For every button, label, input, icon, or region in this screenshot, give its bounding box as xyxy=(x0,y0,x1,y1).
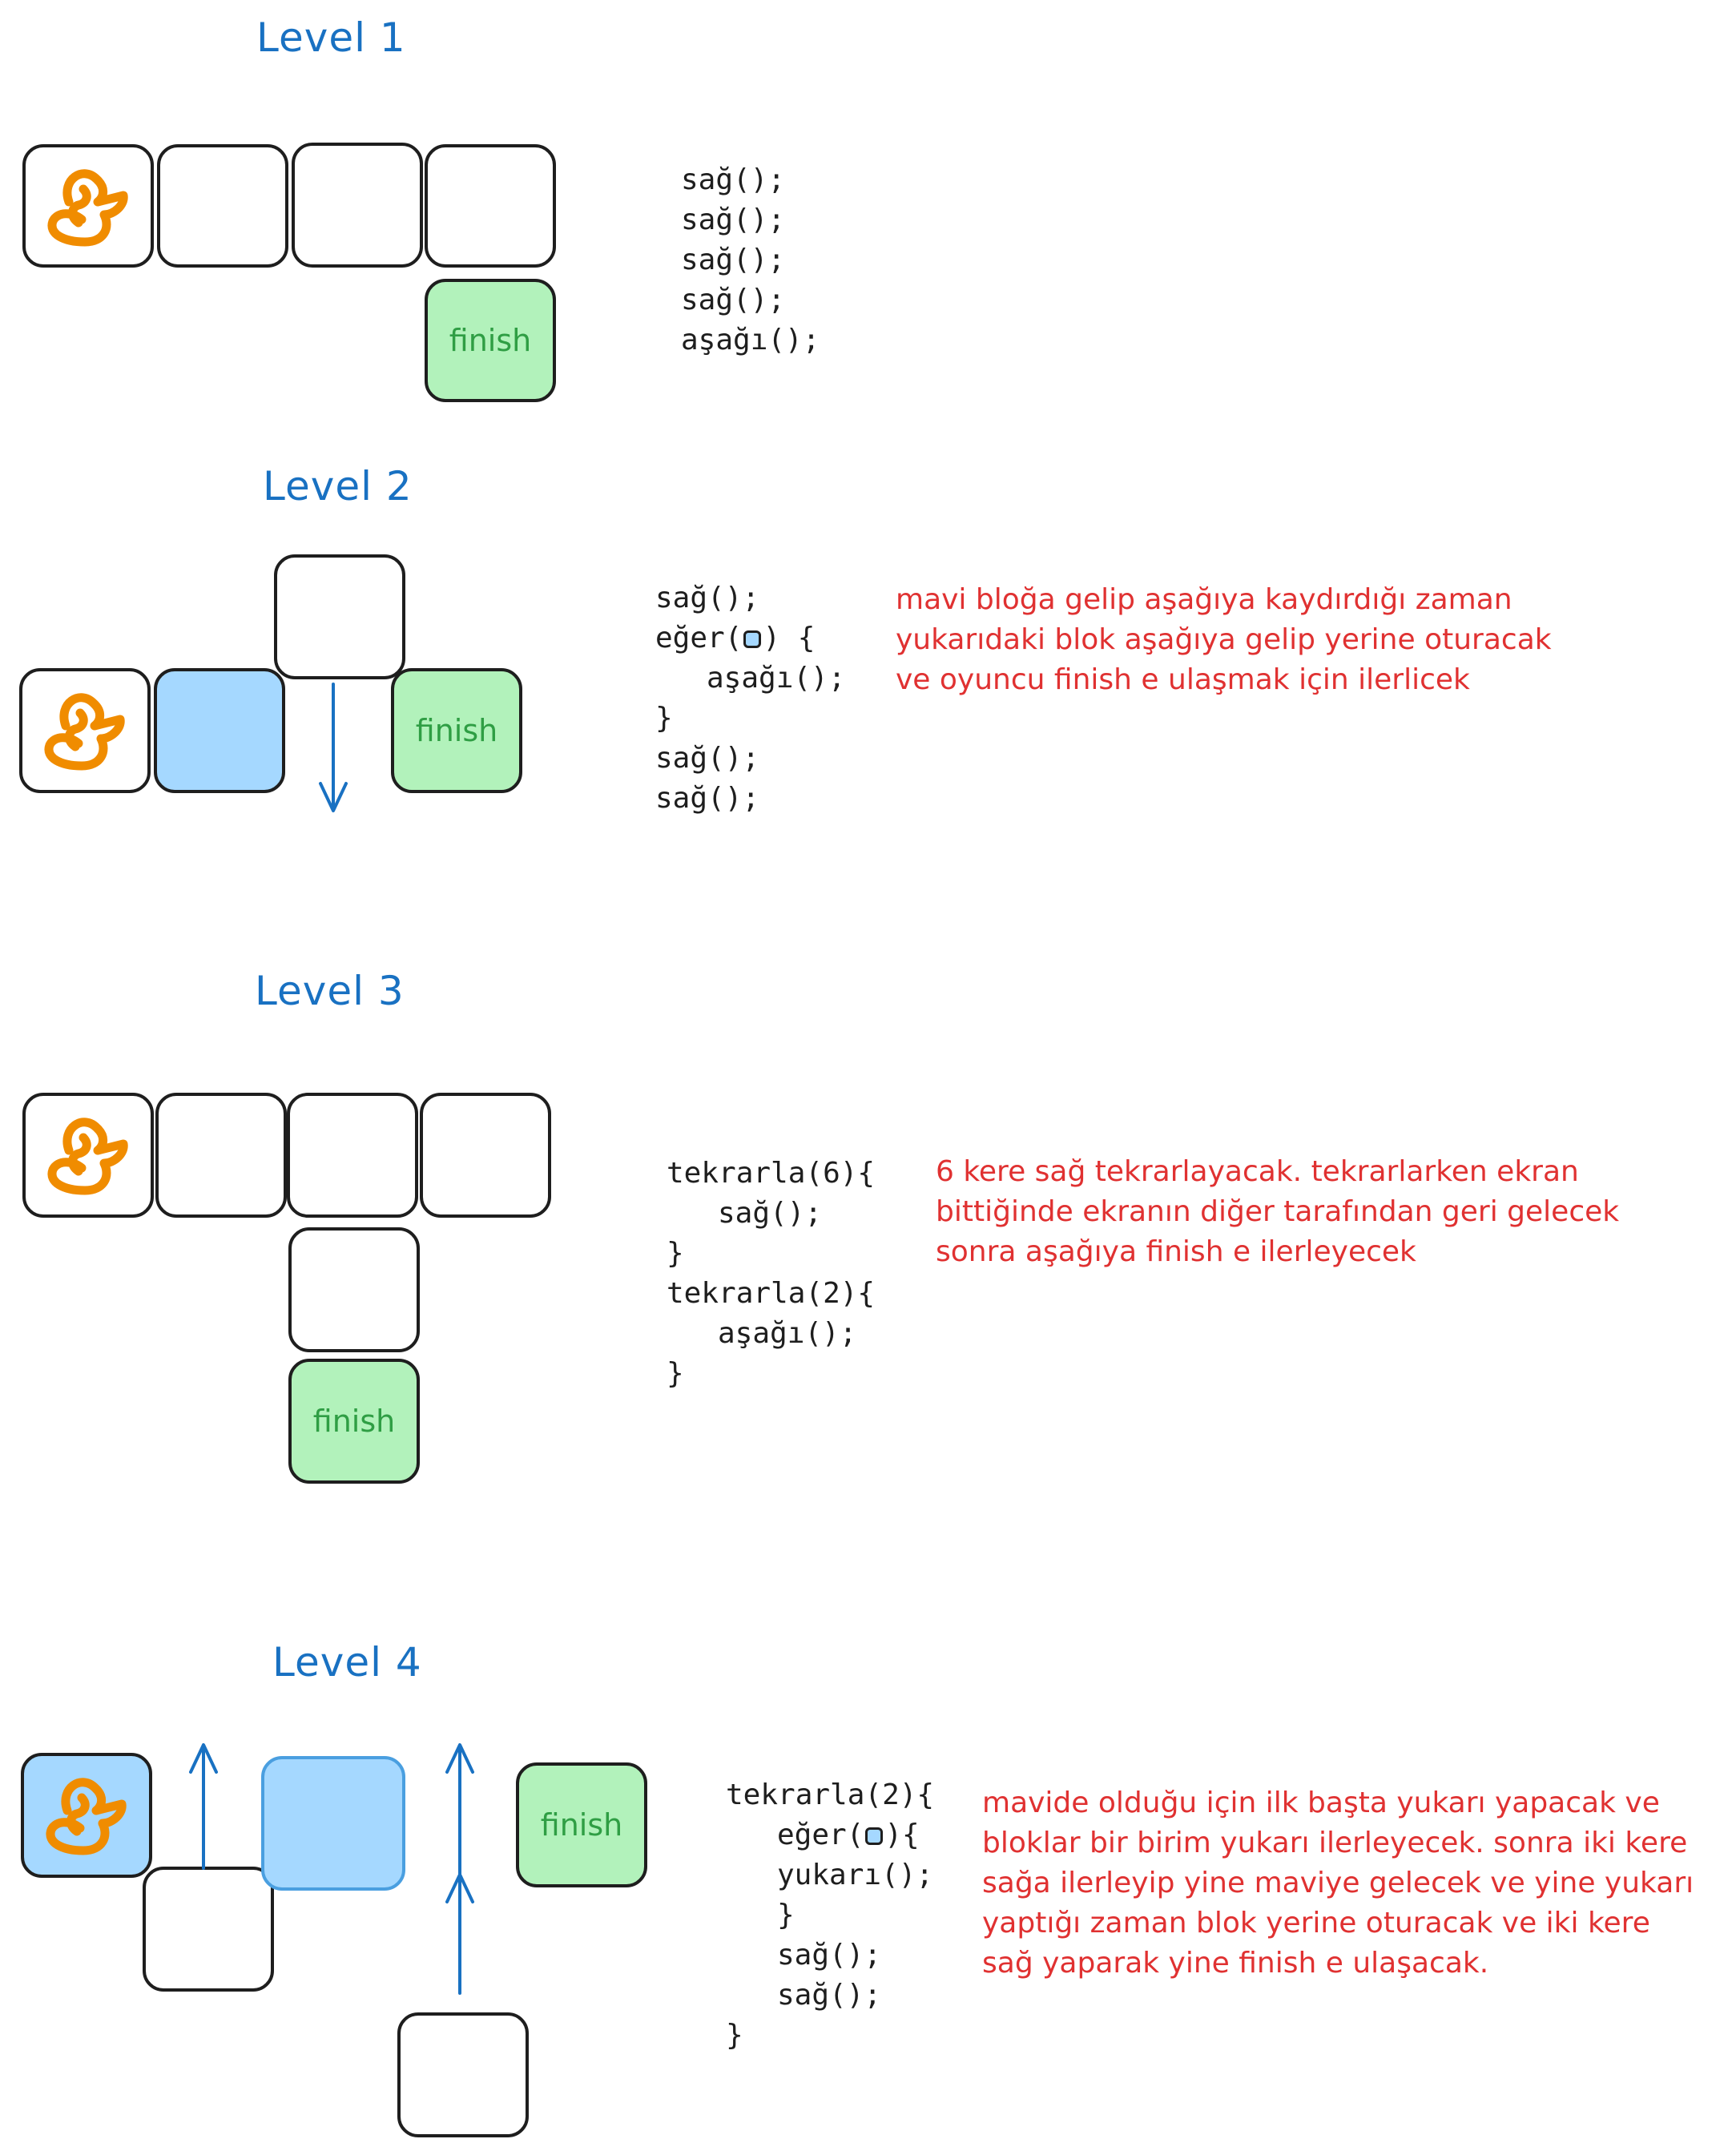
blue-block xyxy=(261,1756,405,1891)
path-tile xyxy=(292,143,423,268)
code-line: } xyxy=(726,2019,743,2052)
player-tile xyxy=(21,1753,152,1878)
path-tile xyxy=(288,1227,420,1352)
arrow-up-icon xyxy=(189,1743,218,1870)
code-line: } xyxy=(726,1895,934,1935)
finish-label: finish xyxy=(540,1807,623,1843)
finish-tile: finish xyxy=(391,668,522,793)
note-line: sağ yaparak yine finish e ulaşacak. xyxy=(982,1947,1489,1980)
code-line: sağ(); xyxy=(681,284,786,316)
finish-label: finish xyxy=(449,323,532,358)
level-3-note: 6 kere sağ tekrarlayacak. tekrarlarken e… xyxy=(936,1152,1619,1272)
player-tile xyxy=(22,144,154,268)
note-line: yukarıdaki blok aşağıya gelip yerine otu… xyxy=(896,623,1552,656)
code-line: tekrarla(6){ xyxy=(667,1157,876,1190)
code-token: yukarı(); xyxy=(777,1859,934,1891)
code-line: sağ(); xyxy=(681,244,786,276)
code-token: aşağı(); xyxy=(718,1317,857,1350)
note-line: bloklar bir birim yukarı ilerleyecek. so… xyxy=(982,1827,1688,1859)
path-tile xyxy=(143,1867,274,1992)
path-tile xyxy=(420,1093,551,1218)
level-2-code: sağ(); eğer( ) { aşağı();} sağ(); sağ(); xyxy=(655,578,845,819)
path-tile xyxy=(425,144,556,268)
note-line: 6 kere sağ tekrarlayacak. tekrarlarken e… xyxy=(936,1155,1579,1188)
code-token: eğer( xyxy=(655,622,743,655)
level-4-title: Level 4 xyxy=(272,1639,422,1686)
code-line: sağ(); xyxy=(655,742,760,775)
code-token: sağ(); xyxy=(777,1939,882,1972)
finish-label: finish xyxy=(415,713,498,748)
blue-square-icon xyxy=(743,630,762,648)
code-line: } xyxy=(667,1237,684,1270)
code-line: sağ(); xyxy=(655,782,760,815)
code-line: yukarı(); xyxy=(726,1855,934,1895)
path-tile xyxy=(155,1093,287,1218)
note-line: mavi bloğa gelip aşağıya kaydırdığı zama… xyxy=(896,583,1512,616)
duck-icon xyxy=(37,155,133,252)
code-token: ){ xyxy=(884,1819,920,1851)
note-line: sonra aşağıya finish e ilerleyecek xyxy=(936,1235,1416,1268)
note-line: ve oyuncu finish e ulaşmak için ilerlice… xyxy=(896,663,1470,696)
code-line: sağ(); xyxy=(726,1976,934,2016)
blue-block xyxy=(154,668,285,793)
code-token: sağ(); xyxy=(777,1979,882,2012)
blue-square-icon xyxy=(865,1827,884,1845)
finish-label: finish xyxy=(312,1404,396,1439)
code-line: sağ(); xyxy=(681,203,786,236)
player-tile xyxy=(19,668,151,793)
duck-icon xyxy=(35,1764,131,1860)
code-line: } xyxy=(655,702,673,735)
code-token: } xyxy=(777,1899,795,1931)
level-3-title: Level 3 xyxy=(255,968,405,1014)
finish-tile: finish xyxy=(288,1359,420,1484)
level-2-title: Level 2 xyxy=(263,463,413,510)
level-4-note: mavide olduğu için ilk başta yukarı yapa… xyxy=(982,1783,1694,1984)
level-3-code: tekrarla(6){ sağ();} tekrarla(2){ aşağı();} xyxy=(667,1154,875,1394)
path-tile xyxy=(157,144,288,268)
code-line-condition: eğer( ) { xyxy=(655,618,845,659)
code-token: eğer( xyxy=(777,1819,864,1851)
code-token: sağ(); xyxy=(718,1197,823,1230)
code-line: aşağı(); xyxy=(681,324,820,356)
note-line: mavide olduğu için ilk başta yukarı yapa… xyxy=(982,1786,1660,1819)
level-4-code: tekrarla(2){ eğer( ){ yukarı();} sağ(); sağ()… xyxy=(726,1775,934,2056)
player-tile xyxy=(22,1093,154,1218)
note-line: bittiğinde ekranın diğer tarafından geri… xyxy=(936,1195,1620,1228)
path-tile xyxy=(397,2012,529,2137)
code-line: tekrarla(2){ xyxy=(667,1277,876,1310)
code-line: tekrarla(2){ xyxy=(726,1778,935,1811)
level-1-code: sağ(); sağ(); sağ(); sağ(); aşağı(); xyxy=(681,160,820,361)
finish-tile: finish xyxy=(425,279,556,402)
code-line: sağ(); xyxy=(726,1935,934,1976)
floating-tile xyxy=(274,554,405,679)
code-line: aşağı(); xyxy=(655,659,845,699)
note-line: sağa ilerleyip yine maviye gelecek ve yi… xyxy=(982,1867,1694,1899)
level-1-title: Level 1 xyxy=(256,14,406,61)
code-line: aşağı(); xyxy=(667,1314,875,1354)
note-line: yaptığı zaman blok yerine oturacak ve ik… xyxy=(982,1907,1650,1940)
code-token: aşağı(); xyxy=(707,662,846,695)
code-line: sağ(); xyxy=(667,1194,875,1234)
code-line-condition: eğer( ){ xyxy=(726,1815,934,1855)
arrow-up-icon xyxy=(445,1743,474,1995)
duck-icon xyxy=(37,1104,133,1200)
path-tile xyxy=(287,1093,418,1218)
code-token: ) { xyxy=(763,622,816,655)
duck-icon xyxy=(34,679,130,775)
finish-tile: finish xyxy=(516,1762,647,1887)
code-line: sağ(); xyxy=(655,582,760,614)
code-line: } xyxy=(667,1357,684,1390)
code-line: sağ(); xyxy=(681,163,786,196)
arrow-down-icon xyxy=(319,683,348,812)
level-2-note: mavi bloğa gelip aşağıya kaydırdığı zama… xyxy=(896,580,1552,700)
